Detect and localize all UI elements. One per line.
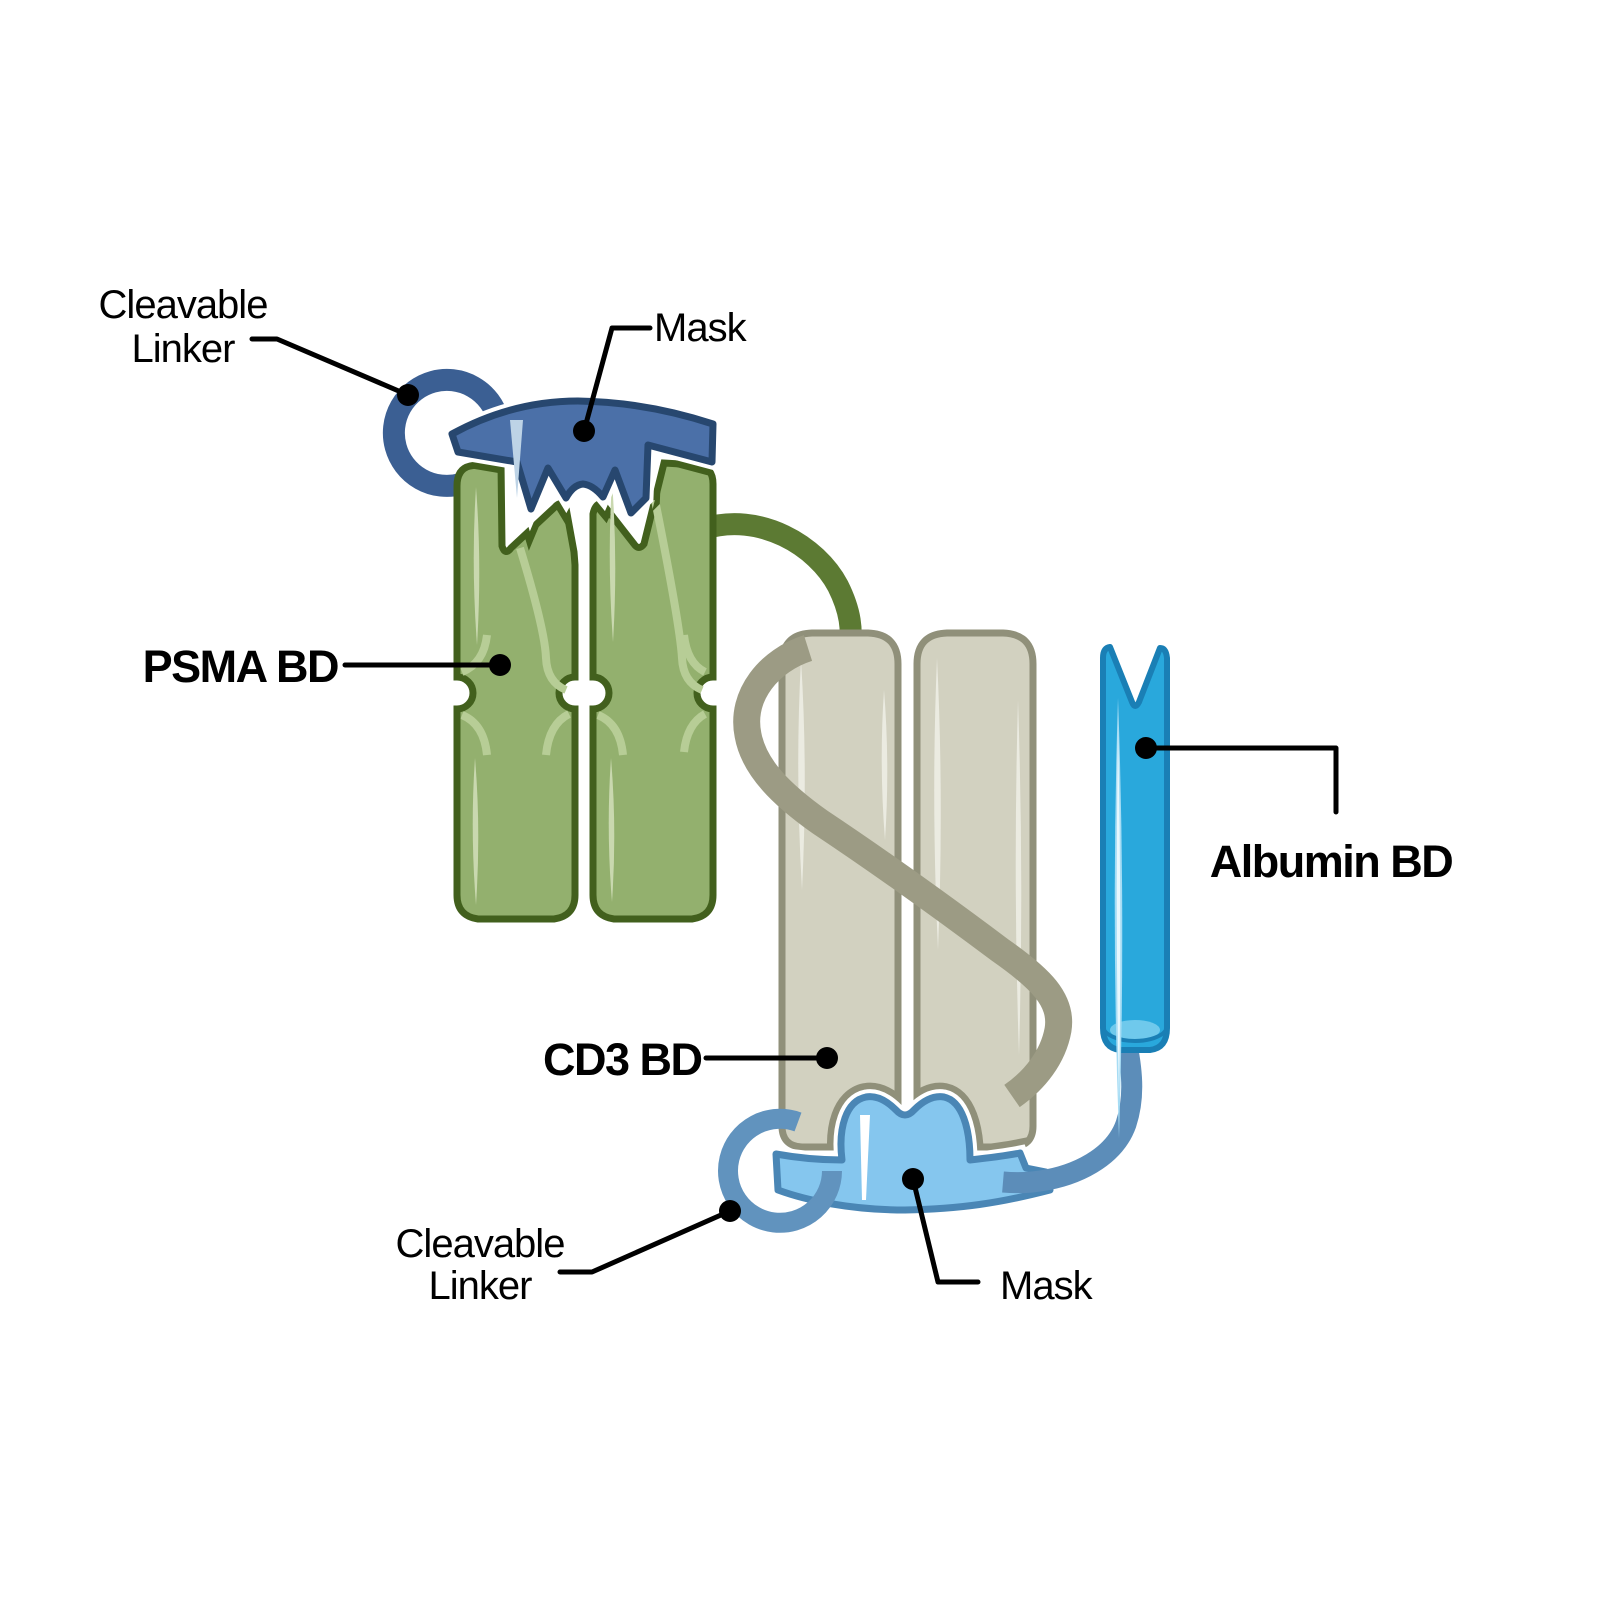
label-cleavable-linker-bottom: Cleavable Linker xyxy=(380,1223,580,1307)
mask-bottom-group xyxy=(767,1082,1059,1218)
mask-bottom xyxy=(772,1093,1054,1214)
psma-highlight xyxy=(608,758,615,902)
label-albumin-bd: Albumin BD xyxy=(1209,836,1454,887)
leader-mask-bottom xyxy=(910,1176,981,1285)
label-line: Cleavable xyxy=(395,1222,566,1266)
psma-cylinder-right xyxy=(589,459,717,923)
albumin-cap-line xyxy=(1101,1025,1169,1043)
leader-dot xyxy=(573,420,595,442)
leader-mask-top xyxy=(581,325,653,434)
albumin-highlight-core xyxy=(1116,730,1121,1100)
leader-dot xyxy=(719,1200,741,1222)
cd3-highlight xyxy=(798,660,805,890)
psma-highlight xyxy=(609,482,616,642)
leader-cleavable-linker-top xyxy=(249,336,411,398)
mask-bottom-highlight xyxy=(860,1115,870,1200)
label-line: Linker xyxy=(428,1264,533,1308)
leader-dot xyxy=(489,654,511,676)
label-cd3-bd: CD3 BD xyxy=(543,1034,703,1085)
psma-binding-domain xyxy=(453,457,717,923)
cd3-highlight xyxy=(881,690,888,840)
psma-to-cd3-connector xyxy=(699,513,862,650)
psma-highlight xyxy=(473,487,480,645)
cd3-linker-strand xyxy=(733,635,1073,1108)
label-cleavable-linker-top: Cleavable Linker xyxy=(83,283,283,371)
label-line: Linker xyxy=(131,327,236,371)
albumin-to-mask-connector xyxy=(1002,1042,1143,1194)
leader-dot xyxy=(397,384,419,406)
leader-dot xyxy=(816,1047,838,1069)
label-mask-top: Mask xyxy=(654,306,747,350)
mask-top-group xyxy=(442,393,721,551)
cleavable-linker-top-ring xyxy=(382,368,509,497)
leader-albumin xyxy=(1143,745,1339,815)
label-line: Cleavable xyxy=(98,283,269,327)
mask-top-highlight xyxy=(510,420,523,498)
label-mask-bottom: Mask xyxy=(1000,1264,1093,1308)
cd3-highlight xyxy=(934,658,941,950)
leader-dot xyxy=(1135,737,1157,759)
leader-cleavable-linker-bottom xyxy=(557,1208,733,1275)
leader-dot xyxy=(902,1168,924,1190)
label-psma-bd: PSMA BD xyxy=(142,641,340,692)
psma-notch-highlights xyxy=(460,499,708,756)
albumin-cylinder xyxy=(1100,644,1170,1053)
psma-highlight xyxy=(472,758,479,905)
cleavable-linker-bottom-ring xyxy=(718,1108,842,1233)
psma-cylinder-left xyxy=(453,457,579,923)
albumin-cap xyxy=(1110,1020,1160,1040)
